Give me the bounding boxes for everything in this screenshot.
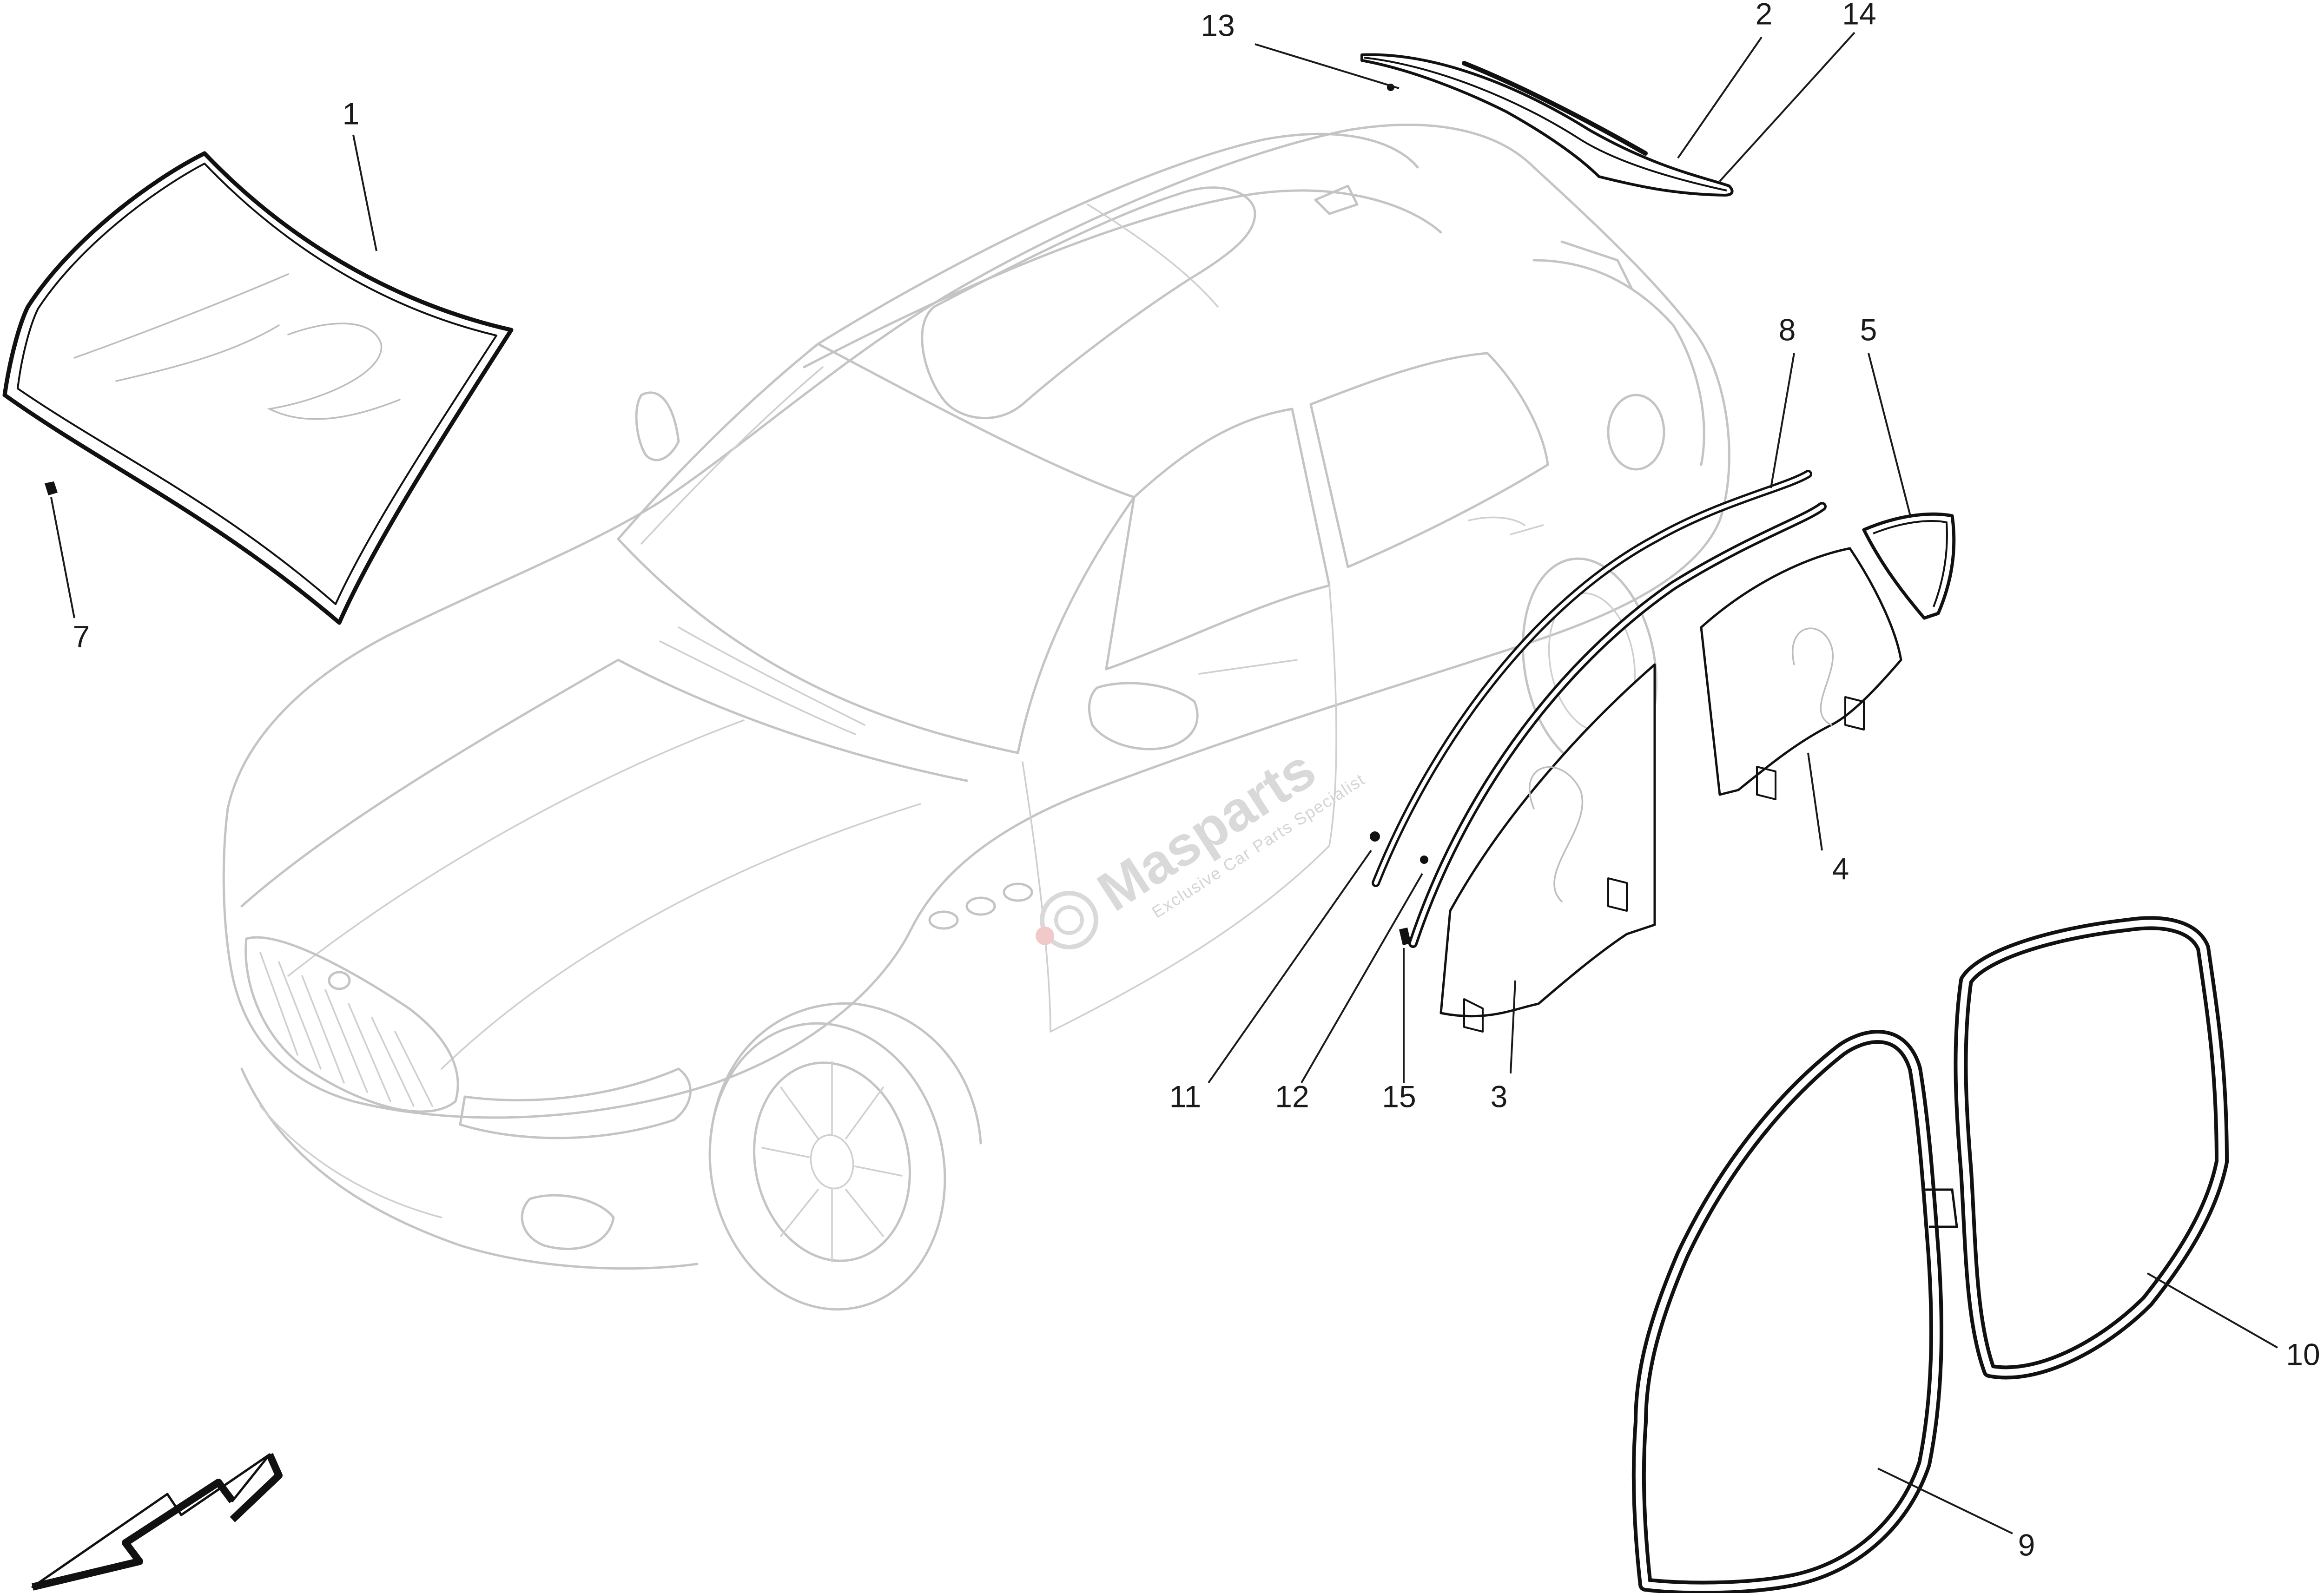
callout-8: 8 <box>1779 312 1796 347</box>
rear-door-glass-part <box>1700 547 1902 800</box>
windshield-part <box>2 151 514 625</box>
quarter-glass-part <box>1862 512 1956 620</box>
door-clips-part <box>1370 831 1428 945</box>
callout-1: 1 <box>343 96 360 131</box>
vehicle-outline <box>222 124 1730 1311</box>
callout-3: 3 <box>1491 1079 1508 1113</box>
callout-12: 12 <box>1275 1079 1309 1113</box>
front-direction-arrow <box>31 1453 283 1591</box>
callout-7: 7 <box>73 619 90 653</box>
callout-2: 2 <box>1756 0 1773 31</box>
front-door-seal-part <box>1631 1030 1958 1593</box>
front-door-glass-part <box>1439 663 1656 1033</box>
callout-4: 4 <box>1832 851 1849 886</box>
callouts: 1 2 3 4 5 7 8 9 10 11 12 13 14 15 <box>73 0 2320 1562</box>
callout-11: 11 <box>1169 1079 1202 1113</box>
rear-door-seal-part <box>1954 916 2229 1380</box>
door-moulding-part <box>1372 470 1827 948</box>
leader-lines <box>50 32 2278 1534</box>
callout-14: 14 <box>1842 0 1876 31</box>
callout-5: 5 <box>1860 312 1877 347</box>
callout-10: 10 <box>2286 1337 2320 1371</box>
watermark: Masparts Exclusive Car Parts Specialist <box>1036 737 1368 949</box>
rear-window-part <box>1360 53 1734 197</box>
callout-15: 15 <box>1382 1079 1416 1113</box>
callout-13: 13 <box>1201 8 1235 42</box>
windshield-clip-part <box>45 481 58 495</box>
callout-9: 9 <box>2018 1527 2035 1562</box>
